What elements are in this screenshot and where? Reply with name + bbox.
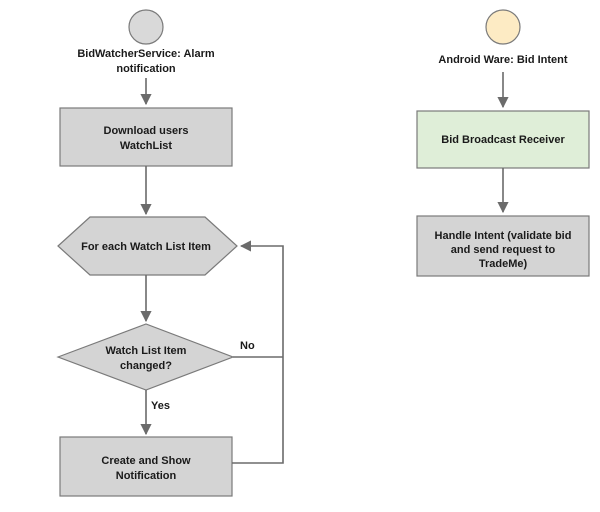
edge-notify-to-loop bbox=[232, 240, 284, 464]
download-label-line2: WatchList bbox=[120, 140, 172, 152]
left-start-label-line2: notification bbox=[116, 63, 176, 75]
download-label-line1: Download users bbox=[104, 125, 189, 137]
decision-diamond-node bbox=[56, 323, 235, 391]
decision-label-line1: Watch List Item bbox=[106, 345, 187, 357]
left-start-node bbox=[128, 9, 164, 45]
right-start-node bbox=[485, 9, 521, 45]
notify-label-line2: Notification bbox=[116, 470, 177, 482]
right-start-label: Android Ware: Bid Intent bbox=[438, 54, 567, 66]
bid-broadcast-receiver-node bbox=[416, 110, 590, 169]
handle-label-line1: Handle Intent (validate bid bbox=[435, 230, 572, 242]
no-label: No bbox=[240, 340, 255, 352]
download-watchlist-node bbox=[59, 107, 233, 167]
handle-label-line3: TradeMe) bbox=[479, 258, 528, 270]
yes-label: Yes bbox=[151, 400, 170, 412]
decision-label-line2: changed? bbox=[120, 360, 172, 372]
left-start-label-line1: BidWatcherService: Alarm bbox=[77, 48, 215, 60]
handle-label-line2: and send request to bbox=[451, 244, 556, 256]
handle-intent-node bbox=[416, 215, 590, 277]
notify-label-line1: Create and Show bbox=[101, 455, 191, 467]
receiver-label: Bid Broadcast Receiver bbox=[441, 134, 565, 146]
loop-hexagon-node bbox=[57, 216, 238, 276]
create-notification-node bbox=[59, 436, 233, 497]
loop-label: For each Watch List Item bbox=[81, 241, 211, 253]
